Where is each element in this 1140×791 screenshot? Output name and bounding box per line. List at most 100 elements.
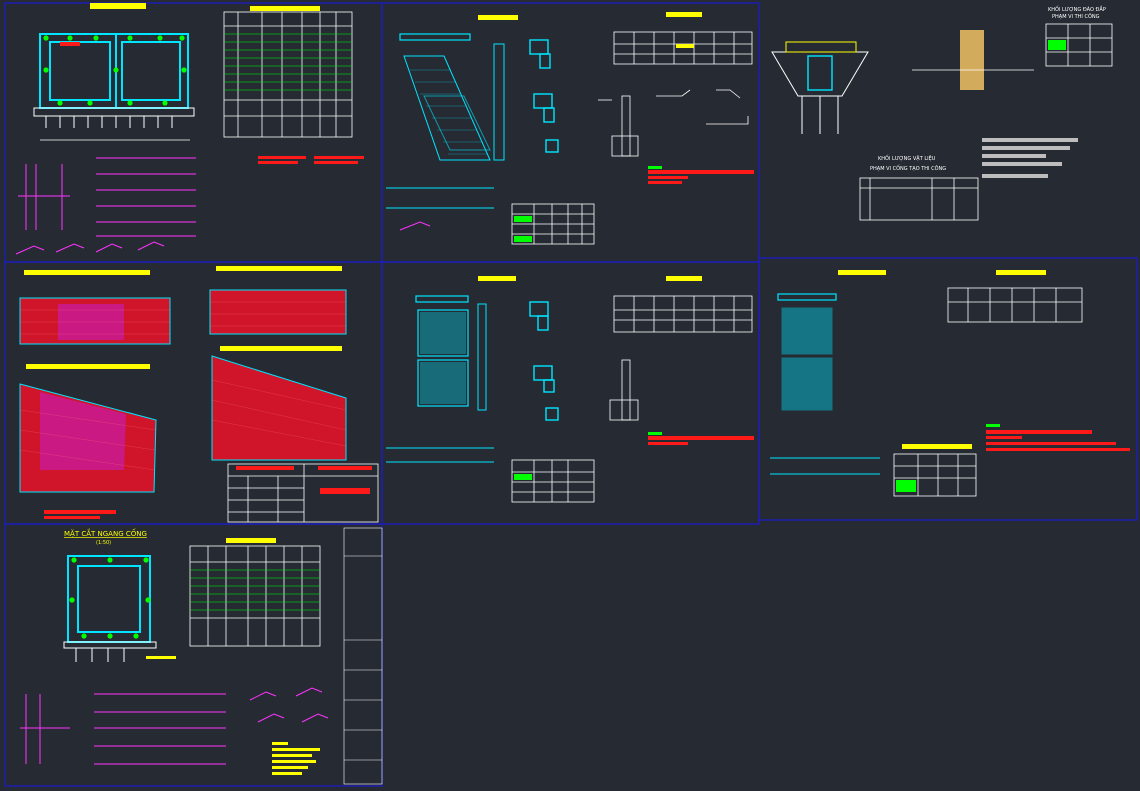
sheet-3-table — [227, 463, 379, 523]
sheet-2-red-note-1 — [648, 170, 754, 174]
sheet-5-red-note-1 — [986, 430, 1092, 434]
excavation-quantity-table — [1045, 23, 1113, 67]
sheet-4-grating-fill-1 — [420, 312, 466, 354]
sheet-6-title-block — [343, 527, 383, 785]
sheet-6-bent-bars — [249, 687, 329, 723]
sheet-4-green-note — [648, 432, 662, 435]
single-culvert-piles — [75, 648, 125, 662]
sheet-5-title-b — [996, 270, 1046, 275]
sheet-1-table-rows — [224, 33, 352, 91]
sheet-2-bent-bar — [399, 221, 431, 231]
sheet-2-green-note — [648, 166, 662, 169]
material-title-2: PHẠM VI CỐNG TẠO THI CÔNG — [870, 164, 946, 172]
box-culvert-piles — [45, 116, 173, 128]
excavation-title-1: KHỐI LƯỢNG ĐÀO ĐẮP — [1048, 5, 1106, 13]
sheet-2-red-note-2 — [648, 176, 688, 179]
sheet-2-post-detail — [611, 95, 639, 157]
excavation-top-deck — [785, 41, 857, 53]
skewed-grating-hatch — [410, 69, 488, 155]
sheet-2-small-details — [598, 89, 749, 125]
mesh-grid-lines — [19, 301, 347, 471]
sheet-2-title-b — [666, 12, 702, 17]
sheet-4-top-beam — [415, 295, 469, 303]
excavation-piles — [801, 96, 839, 134]
sheet-5-title-a — [838, 270, 886, 275]
sheet-1-table-title — [250, 6, 320, 11]
sheet-frames — [4, 2, 1138, 787]
gray-general-notes — [982, 138, 1078, 178]
box-culvert-red-tag — [60, 42, 80, 46]
material-title-1: KHỐI LƯỢNG VẬT LIỆU — [878, 154, 936, 162]
sheet-1-red-note-3 — [314, 156, 364, 159]
skewed-grating-plan — [403, 55, 491, 161]
sheet-3-red-note-1 — [44, 510, 116, 514]
culvert-section-title: MẶT CẮT NGANG CỐNG — [64, 528, 147, 538]
material-table — [859, 177, 979, 221]
single-culvert-markers — [69, 557, 151, 639]
sheet-4-grating-fill-2 — [420, 362, 466, 404]
sheet-6-table-title — [226, 538, 276, 543]
sheet-5-small-table — [893, 453, 977, 497]
sheet-4-title-b — [666, 276, 702, 281]
sheet-4-title-a — [478, 276, 516, 281]
sheet-4-red-note-1 — [648, 436, 754, 440]
sheet-4-brackets — [529, 301, 559, 421]
sheet-2-table-green-2 — [514, 236, 532, 242]
sheet-1-red-note-4 — [314, 161, 358, 164]
sheet-3-red-note-2 — [44, 516, 100, 519]
sheet-4-red-note-2 — [648, 442, 688, 445]
sheet-1-culvert-section — [15, 3, 364, 255]
sheet-6-culvert-section: MẶT CẮT NGANG CỐNG (1:50) — [20, 527, 383, 785]
sheet-3-title-c — [26, 364, 150, 369]
sheet-2-small-table — [511, 203, 595, 245]
sheet-2-side-post — [493, 43, 505, 161]
excavation-title-2: PHẠM VI THI CÔNG — [1052, 13, 1100, 20]
sheet-2-title-a — [478, 15, 518, 20]
sheet-4-side-post — [477, 303, 487, 411]
sheet-2-railing-tag — [676, 44, 694, 48]
sheet-1-quantity-table — [223, 11, 353, 138]
sheet-1-rebar-lines — [18, 157, 196, 237]
sheet-5-grating-1 — [781, 307, 833, 355]
mesh-skew-plan-2 — [211, 355, 347, 461]
sheet-4-post-detail — [609, 359, 639, 421]
sheet-5-green-note — [986, 424, 1000, 427]
sheet-3-mesh-plans — [19, 266, 379, 523]
sheet-5-red-note-4 — [986, 448, 1130, 451]
sheet-2-top-beam — [399, 33, 471, 41]
sheet-4-small-table — [511, 459, 595, 503]
single-culvert-base — [63, 641, 157, 649]
sheet-1-red-note-2 — [258, 161, 298, 164]
sheet-6-rebar-lines — [20, 693, 226, 765]
sheet-6-yellow-notes — [272, 742, 320, 775]
sheet-3-title-a — [24, 270, 150, 275]
sheet-1-title-bar — [90, 3, 146, 9]
excavation-table-green — [1048, 40, 1066, 50]
box-culvert-base-slab — [33, 107, 195, 117]
sheet-5-grating-detail — [770, 270, 1130, 497]
sheet-3-title-d — [220, 346, 342, 351]
mesh-plan-2 — [209, 289, 347, 335]
sheet-5-top-beam — [777, 293, 837, 301]
box-culvert-rebar-markers — [43, 35, 187, 106]
sheet-1-red-note-1 — [258, 156, 306, 159]
sheet-3-table-red-1 — [236, 466, 294, 470]
sheet-6-table-rows — [190, 569, 320, 611]
sheet-2-bracket — [529, 39, 559, 153]
excavation-wall-detail — [960, 30, 984, 90]
sheet-4-railing-elevation — [613, 295, 753, 333]
sheet-4-grating-2 — [417, 359, 469, 407]
sheet-5-railing-elevation — [947, 287, 1083, 323]
sheet-1-bent-bars — [15, 241, 165, 255]
culvert-section-scale: (1:50) — [96, 540, 111, 546]
excavation-culvert-box — [807, 55, 833, 91]
sheet-3-title-b — [216, 266, 342, 271]
single-culvert-note — [146, 656, 176, 659]
sheet-4-table-green — [514, 474, 532, 480]
sheet-frame-5 — [758, 257, 1138, 521]
sheet-5-red-note-3 — [986, 442, 1116, 445]
sheet-2-red-note-3 — [648, 181, 682, 184]
mesh-skew-highlight — [40, 392, 126, 470]
